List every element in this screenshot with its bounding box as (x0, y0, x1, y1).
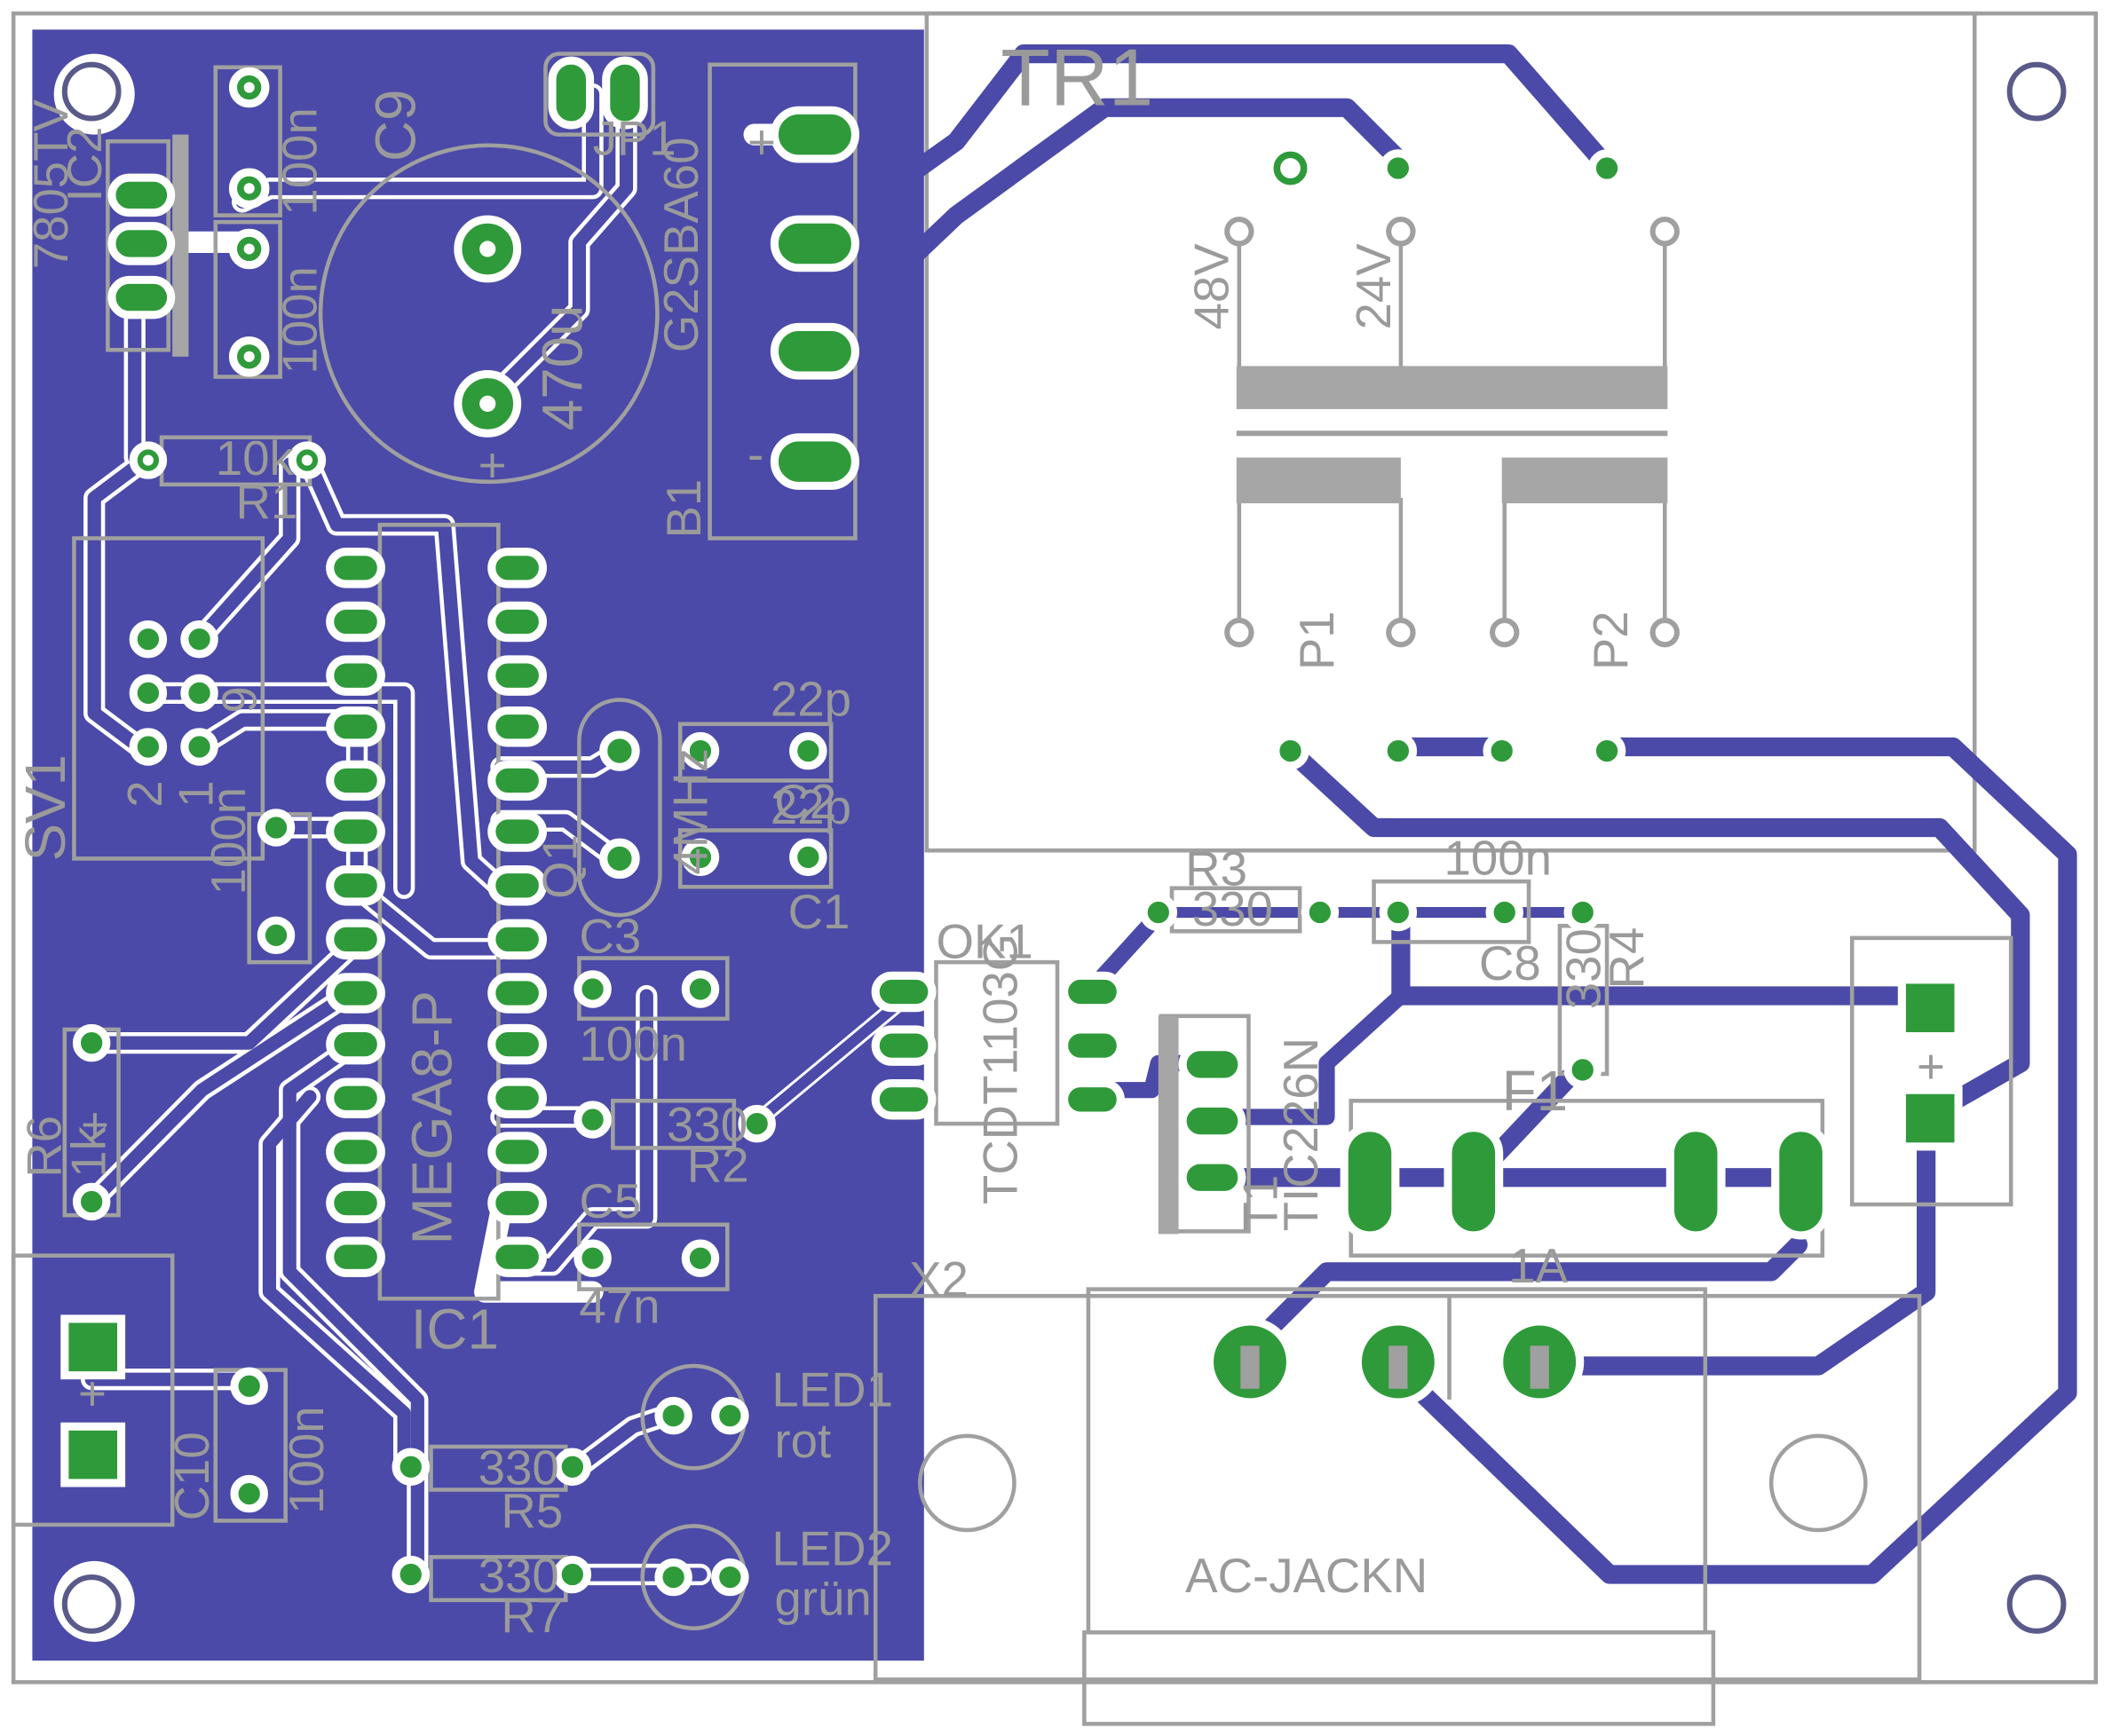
label-c8: C8 (1479, 936, 1541, 990)
silkscreen-text: TR1 G2SBA60 B1 + - 7805TV IC2 C9 470u + … (14, 33, 1945, 1643)
label-r5: R5 (501, 1484, 563, 1538)
label-ic2: IC2 (58, 126, 112, 201)
tr1-pads (1224, 149, 1680, 770)
label-sv1: SV1 (14, 754, 77, 861)
mounting-holes (61, 61, 2067, 1634)
label-f1: F1 (1502, 1060, 1568, 1123)
label-minus-b1: - (748, 428, 763, 482)
ic1-left-pins (326, 548, 385, 1277)
label-r5-value: 330 (479, 1440, 559, 1495)
label-c1: C1 (788, 885, 850, 939)
label-tr1: TR1 (1001, 33, 1153, 122)
label-led1: LED1 (771, 1363, 893, 1417)
label-24v: 24V (1347, 243, 1401, 330)
label-c9-value: 470u (531, 305, 594, 431)
pads (60, 56, 1963, 1597)
label-plus-c9: + (479, 438, 507, 493)
label-r6-value: 1k (61, 1125, 115, 1177)
silkscreen-outlines (11, 51, 2013, 1726)
label-pin9: 9 (212, 686, 266, 713)
label-r6: R6 (17, 1116, 71, 1178)
label-r4-value: 330 (1556, 928, 1610, 1009)
label-plus-r6: + (81, 1098, 109, 1152)
label-c1-value: 22p (771, 780, 851, 834)
label-r3: R3 (1185, 842, 1247, 896)
label-pin2: 2 (118, 780, 172, 807)
label-r2: R2 (687, 1138, 749, 1192)
label-c5-value: 47n (579, 1280, 660, 1334)
ic1-right-pins (487, 548, 547, 1277)
label-q1-value: 4MHz (664, 748, 718, 875)
label-c10-value: 100n (280, 1406, 334, 1513)
label-t1: T1 (1233, 1175, 1287, 1232)
label-r1: R1 (236, 475, 298, 529)
label-c2: C2 (774, 775, 836, 829)
label-led2: LED2 (771, 1521, 893, 1575)
label-f1-value: 1A (1508, 1239, 1568, 1293)
label-led1-color: rot (774, 1414, 831, 1468)
label-c5: C5 (579, 1174, 641, 1228)
label-c10: C10 (165, 1432, 219, 1520)
label-g2sba60: G2SBA60 (654, 138, 708, 353)
label-b1: B1 (657, 479, 711, 539)
label-c3-value: 100n (579, 1017, 686, 1071)
label-plus-b1: + (748, 115, 776, 170)
label-p2: P2 (1584, 611, 1638, 670)
label-plus-x1: + (1917, 1040, 1945, 1094)
label-100n-top2: 100n (273, 266, 328, 374)
label-p1: P1 (1290, 611, 1344, 670)
label-r4: R4 (1600, 927, 1654, 990)
label-jp1: JP1 (593, 111, 676, 165)
label-ok1: OK1 (936, 915, 1032, 969)
label-led2-color: grün (774, 1572, 871, 1626)
label-ic2-value: 7805TV (24, 99, 78, 270)
label-plus-c10: + (78, 1367, 107, 1421)
label-mega: MEGA8-P (400, 990, 463, 1245)
label-q1: Q1 (533, 834, 587, 899)
transformer-cores (172, 134, 1668, 1235)
label-48v: 48V (1185, 243, 1239, 330)
label-c9: C9 (364, 90, 427, 162)
label-t1-part: TIC226N (1274, 1038, 1328, 1231)
label-r7: R7 (501, 1589, 563, 1643)
label-c8-value: 100n (1444, 832, 1551, 886)
label-r7-value: 330 (479, 1549, 559, 1603)
label-r2-value: 330 (667, 1098, 748, 1152)
board-outline (11, 11, 2099, 1685)
label-r3-value: 330 (1192, 882, 1273, 936)
label-c2-value: 22p (771, 673, 851, 727)
label-r1-value: 10k (216, 431, 295, 485)
label-ac-jack: AC-JACKN (1185, 1549, 1428, 1603)
label-x2: X2 (909, 1252, 969, 1306)
label-pin1: 1 (170, 780, 224, 807)
label-100n-left: 100n (202, 787, 256, 895)
label-100n-top1: 100n (273, 107, 328, 215)
label-ic1: IC1 (411, 1298, 499, 1361)
label-ok1-part: TCDT1103G (973, 934, 1027, 1204)
label-c3: C3 (579, 910, 641, 964)
